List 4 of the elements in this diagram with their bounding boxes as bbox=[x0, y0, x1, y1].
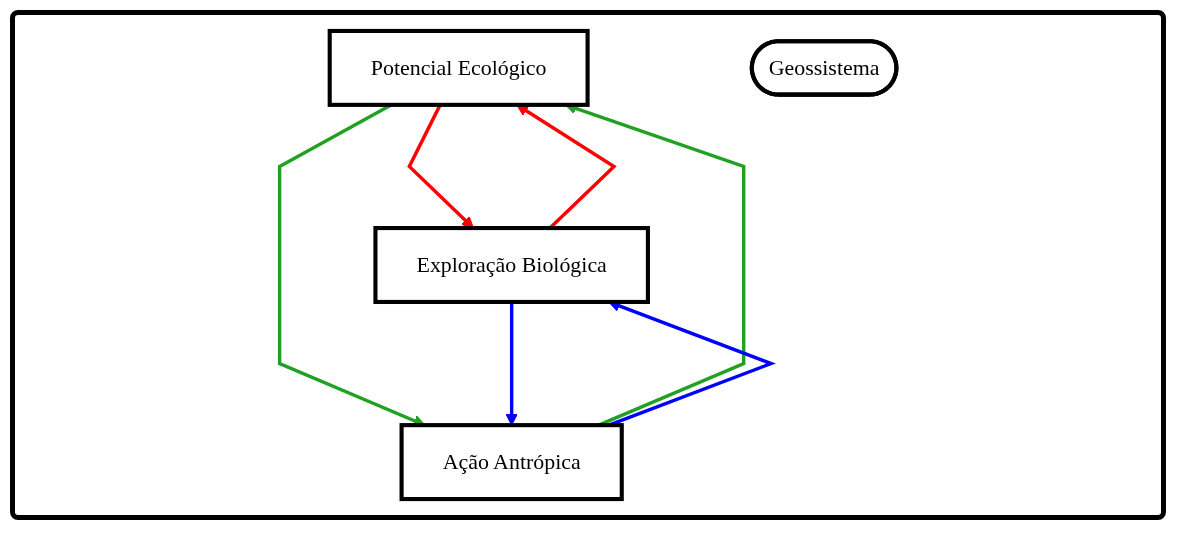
node-box bbox=[327, 28, 590, 107]
frame-border: Potencial Ecológico Exploração Biológica Geossistema Ação Antrópica bbox=[10, 10, 1166, 520]
node-box bbox=[399, 423, 624, 502]
node-box bbox=[373, 226, 650, 304]
